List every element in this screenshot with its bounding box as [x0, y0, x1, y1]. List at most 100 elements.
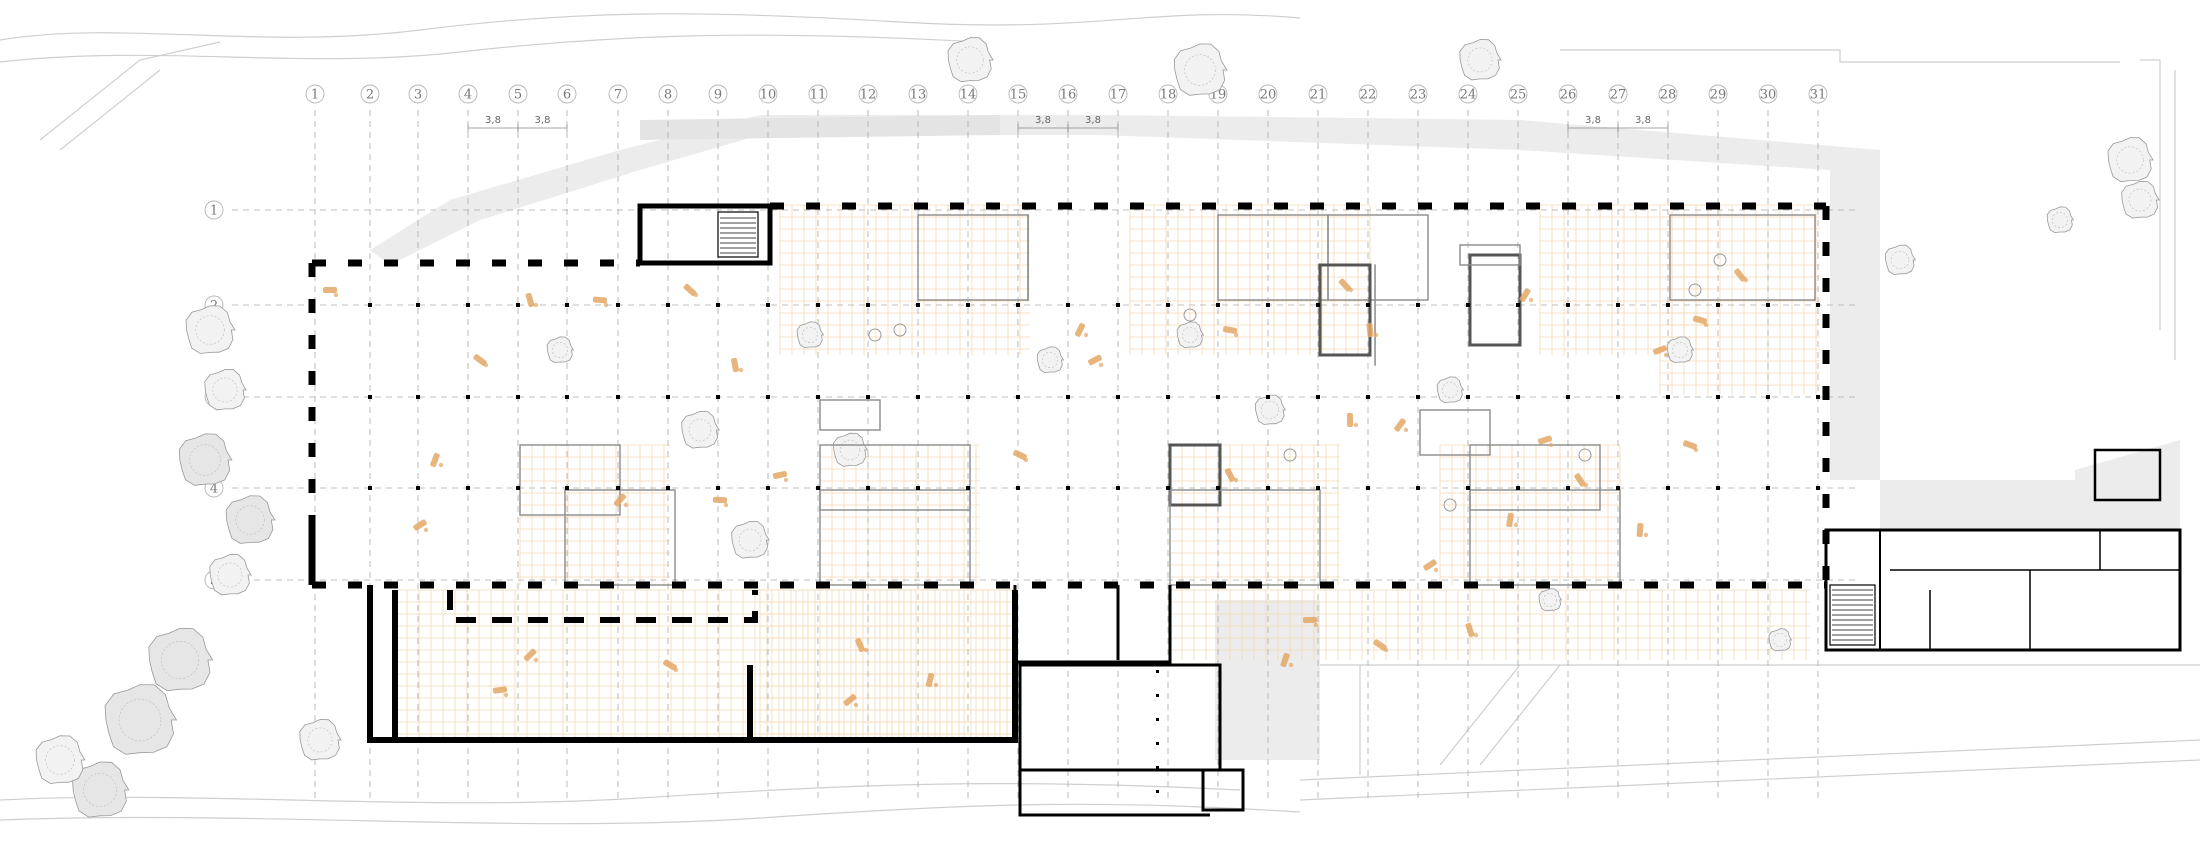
column	[1156, 670, 1159, 673]
column-axis-label: 16	[1060, 88, 1077, 103]
furniture-item	[1692, 315, 1709, 328]
column	[516, 303, 520, 307]
furniture-item	[1280, 652, 1294, 668]
tree	[1884, 244, 1917, 275]
column	[1816, 395, 1820, 399]
column-axis-label: 30	[1760, 88, 1777, 103]
column-axis-bubble: 17	[1108, 84, 1128, 104]
column	[1616, 303, 1620, 307]
column-axis-label: 17	[1110, 88, 1127, 103]
interior-rooms	[519, 214, 1816, 586]
column-axis-label: 1	[311, 88, 319, 103]
column	[1156, 694, 1159, 697]
column-axis-label: 4	[464, 88, 472, 103]
dimension: 3,8	[517, 115, 568, 132]
column	[766, 303, 770, 307]
column-axis-label: 7	[614, 88, 622, 103]
dimension-label: 3,8	[535, 115, 551, 126]
column-axis-label: 10	[760, 88, 777, 103]
furniture-item	[1074, 323, 1089, 338]
column	[716, 303, 720, 307]
column	[816, 395, 820, 399]
furniture-item	[925, 672, 939, 688]
furniture-item	[592, 296, 609, 308]
column	[1666, 395, 1670, 399]
stair	[1829, 584, 1876, 646]
column	[966, 395, 970, 399]
column-axis-bubble: 20	[1258, 84, 1278, 104]
column	[1216, 486, 1220, 490]
column	[1716, 303, 1720, 307]
column-axis-bubble: 2	[360, 84, 380, 104]
column	[1166, 486, 1170, 490]
table	[1183, 308, 1197, 322]
column	[1666, 303, 1670, 307]
annex-wall	[1201, 768, 1245, 812]
tree	[1538, 588, 1563, 612]
column	[1366, 303, 1370, 307]
tree	[2046, 206, 2075, 234]
column	[1366, 486, 1370, 490]
annex-wall	[1018, 663, 1222, 772]
room-outline	[1327, 214, 1429, 301]
furniture-item	[1302, 616, 1319, 628]
furniture-item	[525, 292, 539, 308]
column	[816, 303, 820, 307]
furniture-item	[683, 283, 699, 298]
column-axis-label: 29	[1710, 88, 1727, 103]
furniture-item	[712, 496, 729, 508]
furniture-item	[492, 686, 509, 698]
room-outline	[1469, 444, 1601, 511]
room-outline	[1318, 263, 1372, 357]
furniture-item	[413, 519, 429, 533]
column	[1266, 395, 1270, 399]
room-outline	[1419, 409, 1491, 456]
paving-grid	[1169, 589, 1810, 660]
column	[1716, 395, 1720, 399]
column-axis-bubble: 10	[758, 84, 778, 104]
column-axis-bubble: 14	[958, 84, 978, 104]
row-axis-label: 4	[210, 482, 218, 497]
furniture-item	[1519, 288, 1534, 303]
tree	[1176, 321, 1205, 349]
annex-wall	[447, 590, 758, 623]
furniture-item	[1338, 278, 1354, 293]
column-axis-bubble: 21	[1308, 84, 1328, 104]
furniture-item	[1734, 268, 1749, 283]
row-axis-label: 1	[210, 204, 218, 219]
row-axis-bubble: 1	[204, 200, 224, 220]
tree	[796, 321, 825, 349]
column	[1766, 303, 1770, 307]
column-axis-label: 9	[714, 88, 722, 103]
column	[1566, 303, 1570, 307]
table	[1688, 283, 1702, 297]
furniture-item	[473, 354, 489, 368]
tree	[148, 627, 214, 692]
dimension-label: 3,8	[1585, 115, 1601, 126]
room-outline	[1469, 489, 1621, 586]
dimension: 3,8	[467, 115, 519, 132]
column	[1666, 486, 1670, 490]
column	[1816, 486, 1820, 490]
room-outline	[1669, 214, 1816, 301]
room-outline	[1169, 489, 1321, 586]
column-axis-bubble: 4	[458, 84, 478, 104]
room-outline	[917, 214, 1029, 301]
tree	[299, 719, 342, 761]
column	[1016, 486, 1020, 490]
column	[1416, 486, 1420, 490]
furniture-item	[1506, 512, 1519, 528]
column-axis-label: 22	[1360, 88, 1377, 103]
table	[893, 323, 907, 337]
furniture-item	[1013, 449, 1029, 463]
tree	[947, 37, 994, 83]
column	[1616, 486, 1620, 490]
paving-grid	[1539, 204, 1710, 355]
furniture-item	[1652, 345, 1669, 358]
column	[916, 395, 920, 399]
column	[1156, 790, 1159, 793]
table	[1283, 448, 1297, 462]
column-axis-label: 27	[1610, 88, 1627, 103]
furniture-item	[1394, 418, 1409, 433]
column-axis-bubble: 28	[1658, 84, 1678, 104]
